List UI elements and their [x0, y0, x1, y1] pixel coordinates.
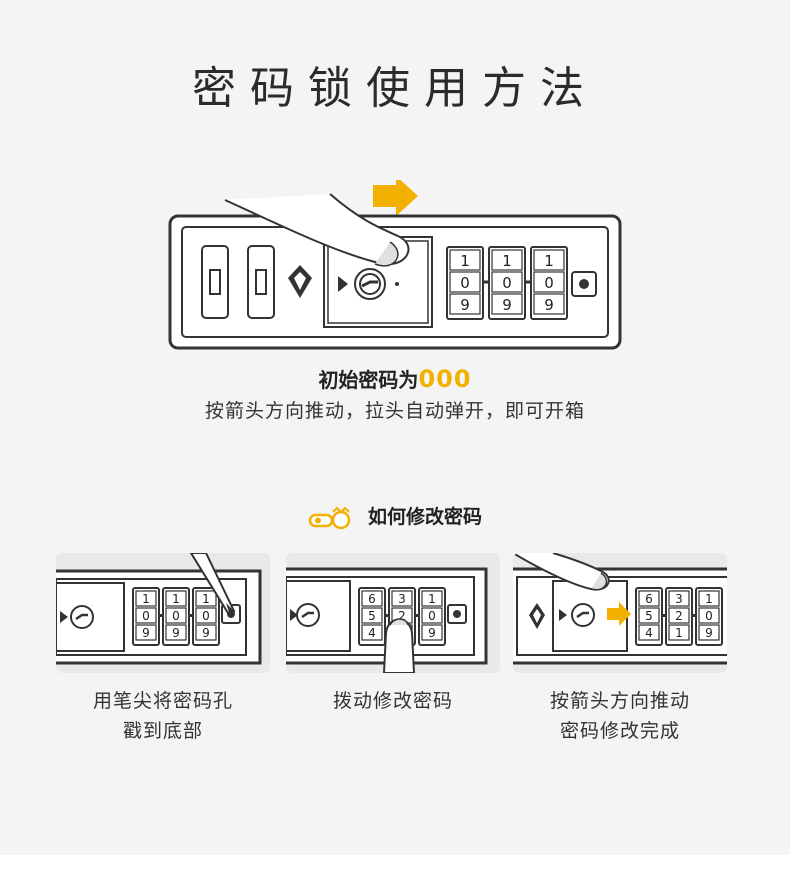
main-dial-1-digit: 0 — [460, 274, 470, 292]
step-3-dial-3-digit: 1 — [705, 592, 713, 606]
step-3-dial-3-digit: 9 — [705, 626, 713, 640]
main-dial-2-digit: 0 — [502, 274, 512, 292]
step-2-dial-3-digit: 9 — [428, 626, 436, 640]
step-1-line2: 戳到底部 — [122, 720, 203, 742]
step-2-dial-3-digit: 0 — [428, 609, 436, 623]
main-lock-illustration: 1 0 9 1 0 9 1 0 9 — [168, 180, 622, 350]
right-arrow-icon — [373, 180, 418, 216]
bottom-strip — [0, 855, 790, 883]
main-dial-3-digit: 0 — [544, 274, 554, 292]
step-3-label: 按箭头方向推动 密码修改完成 — [513, 686, 727, 746]
step-2-label: 拨动修改密码 — [286, 686, 500, 716]
step-1-dial-2-digit: 9 — [172, 626, 180, 640]
main-card — [0, 0, 790, 855]
initial-code-prefix: 初始密码为 — [318, 368, 419, 392]
step-2-dial-2-digit: 3 — [398, 592, 406, 606]
step-1-dial-1-digit: 1 — [142, 592, 150, 606]
main-dial-2-digit: 1 — [502, 252, 512, 270]
main-dial-1-digit: 1 — [460, 252, 470, 270]
initial-code-caption: 初始密码为000 — [0, 364, 790, 393]
page-title: 密码锁使用方法 — [192, 63, 598, 114]
step-1-dial-2-digit: 1 — [172, 592, 180, 606]
pen-tip-illustration — [189, 553, 236, 615]
step-3-dial-3-digit: 0 — [705, 609, 713, 623]
howto-title: 如何修改密码 — [367, 506, 482, 528]
step-1-dial-1-digit: 0 — [142, 609, 150, 623]
step-1-dial-3-digit: 9 — [202, 626, 210, 640]
step-2-dial-2-digit: 2 — [398, 609, 406, 623]
tsa-logo-icon — [288, 265, 312, 298]
step-3-dial-1-digit: 5 — [645, 609, 653, 623]
step-3-line1: 按箭头方向推动 — [549, 690, 690, 712]
step-3-line2: 密码修改完成 — [559, 720, 680, 742]
ring-crown-icon — [308, 506, 351, 529]
step-1-dial-3-digit: 0 — [202, 609, 210, 623]
step-2-dial-1-digit: 6 — [368, 592, 376, 606]
step-3-dial-2-digit: 2 — [675, 609, 683, 623]
howto-heading: 如何修改密码 — [0, 502, 790, 530]
step-3-dial-1-digit: 4 — [645, 626, 653, 640]
main-dial-3-digit: 1 — [544, 252, 554, 270]
step-2-dial-3-digit: 1 — [428, 592, 436, 606]
step-2-line1: 拨动修改密码 — [332, 690, 453, 712]
main-dial-1-digit: 9 — [460, 296, 470, 314]
initial-code-value: 000 — [418, 365, 472, 393]
step-1-line1: 用笔尖将密码孔 — [92, 690, 233, 712]
finger-illustration — [513, 553, 610, 591]
step-2-dial-1-digit: 4 — [368, 626, 376, 640]
step-1-label: 用笔尖将密码孔 戳到底部 — [56, 686, 270, 746]
step-1-dial-1-digit: 9 — [142, 626, 150, 640]
step-3-dial-1-digit: 6 — [645, 592, 653, 606]
main-dial-2-digit: 9 — [502, 296, 512, 314]
main-dial-3-digit: 9 — [544, 296, 554, 314]
step-3-dials: 6 5 4 3 2 1 1 0 9 — [635, 587, 723, 646]
finger-illustration — [382, 618, 416, 673]
zipper-slots — [201, 245, 275, 319]
step-3-dial-2-digit: 3 — [675, 592, 683, 606]
step-1-dials: 1 0 9 1 0 9 1 0 9 — [132, 587, 220, 646]
dial-group: 1 0 9 1 0 9 1 0 9 — [446, 246, 568, 320]
step-3-dial-2-digit: 1 — [675, 626, 683, 640]
step-1-illustration: 1 0 9 1 0 9 1 0 9 — [56, 553, 270, 673]
step-3-illustration: 6 5 4 3 2 1 1 0 9 — [513, 553, 727, 673]
right-arrow-icon — [607, 602, 631, 626]
step-1-dial-3-digit: 1 — [202, 592, 210, 606]
step-2-dial-1-digit: 5 — [368, 609, 376, 623]
step-1-dial-2-digit: 0 — [172, 609, 180, 623]
instruction-caption: 按箭头方向推动，拉头自动弹开，即可开箱 — [204, 400, 585, 422]
finger-illustration — [224, 193, 410, 267]
